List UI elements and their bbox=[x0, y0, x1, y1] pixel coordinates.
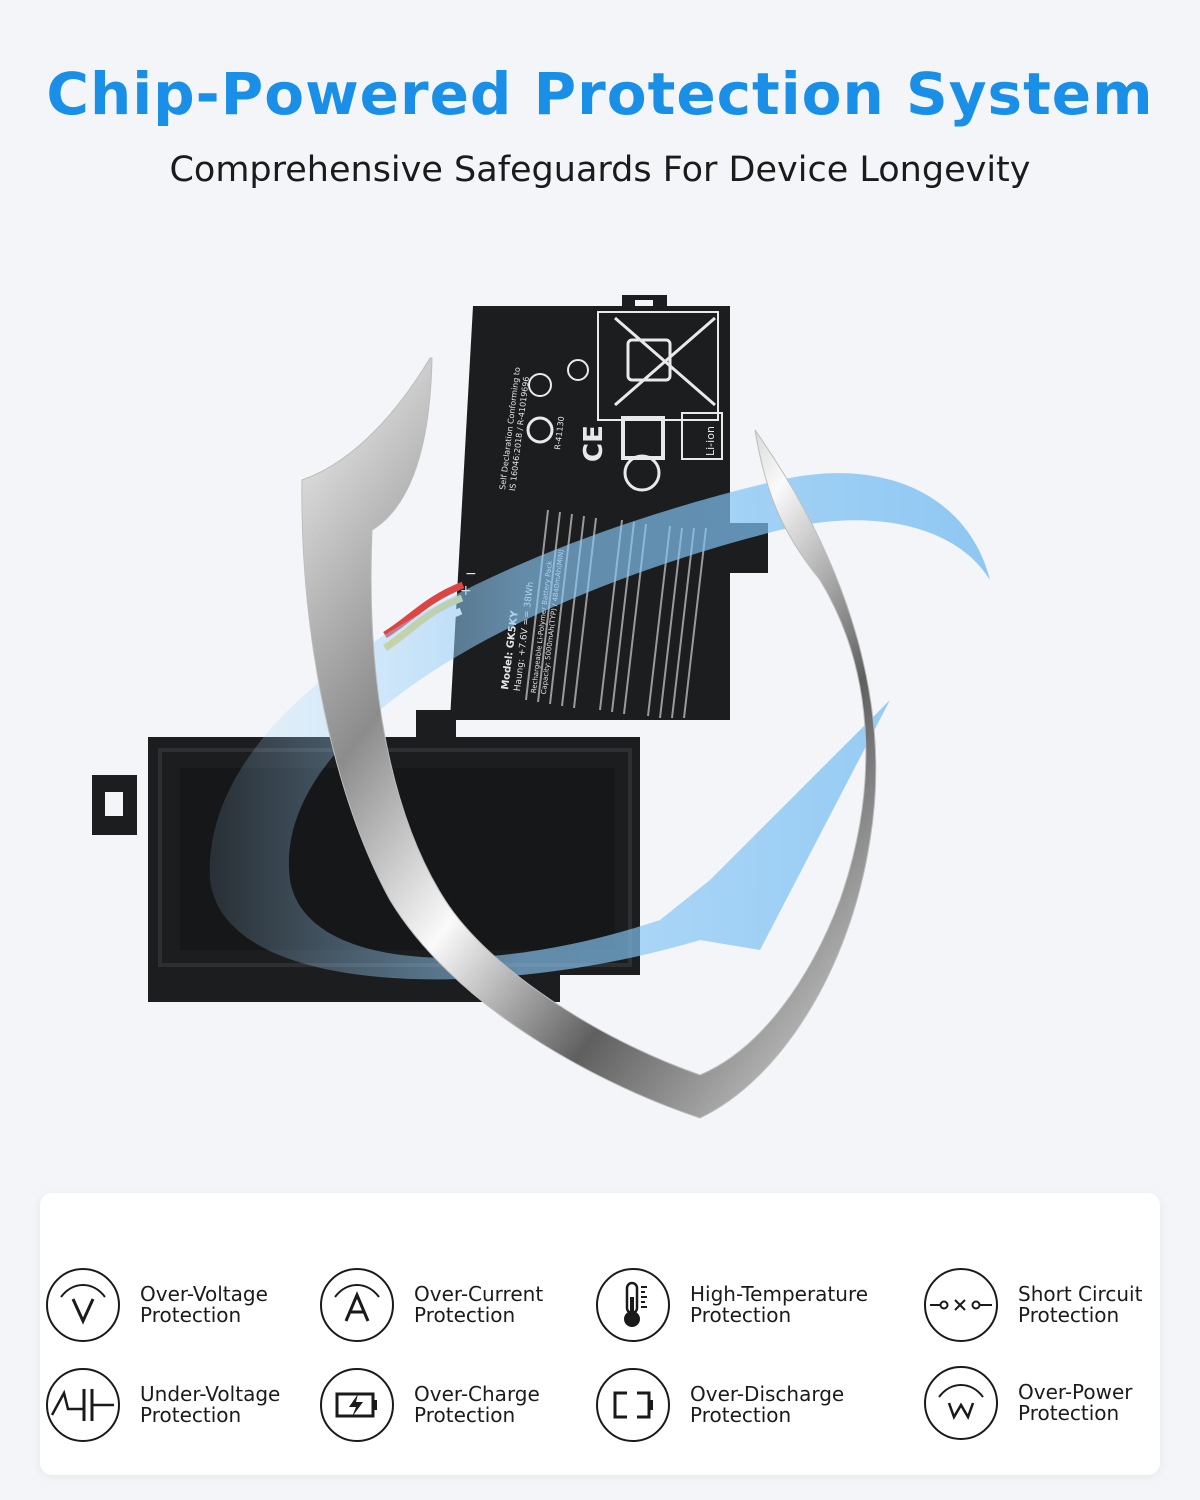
current-a-icon bbox=[320, 1268, 394, 1342]
feature-line2: Protection bbox=[140, 1303, 242, 1327]
battery-code-text: R-41130 bbox=[553, 416, 566, 450]
feature-line1: Short Circuit bbox=[1018, 1282, 1143, 1306]
battery-charging-icon bbox=[320, 1368, 394, 1442]
feature-over-power: Over-Power Protection bbox=[924, 1363, 1133, 1443]
battery-empty-icon bbox=[596, 1368, 670, 1442]
feature-line2: Protection bbox=[140, 1403, 242, 1427]
feature-line1: Over-Power bbox=[1018, 1380, 1133, 1404]
power-w-icon bbox=[924, 1366, 998, 1440]
feature-over-charge: Over-Charge Protection bbox=[320, 1365, 540, 1445]
feature-short-circuit: Short Circuit Protection bbox=[924, 1265, 1142, 1345]
feature-line1: Over-Current bbox=[414, 1282, 544, 1306]
feature-line2: Protection bbox=[690, 1403, 792, 1427]
feature-over-voltage: Over-Voltage Protection bbox=[46, 1265, 268, 1345]
feature-over-discharge: Over-Discharge Protection bbox=[596, 1365, 844, 1445]
page-subtitle: Comprehensive Safeguards For Device Long… bbox=[169, 150, 1031, 190]
feature-line2: Protection bbox=[1018, 1303, 1120, 1327]
page-title: Chip-Powered Protection System bbox=[46, 60, 1154, 128]
battery-shield-illustration: CE Li-ion + − Model: GK5KY Haung: +7.6V … bbox=[92, 295, 990, 1119]
feature-line2: Protection bbox=[414, 1303, 516, 1327]
feature-line1: Over-Voltage bbox=[140, 1282, 268, 1306]
short-circuit-icon bbox=[924, 1268, 998, 1342]
capacitor-icon bbox=[46, 1368, 120, 1442]
battery-liion-mark: Li-ion bbox=[704, 426, 717, 456]
feature-over-current: Over-Current Protection bbox=[320, 1265, 543, 1345]
feature-line1: Under-Voltage bbox=[140, 1382, 281, 1406]
feature-line1: Over-Charge bbox=[414, 1382, 540, 1406]
protection-features-panel: Over-Voltage Protection Over-Current Pro… bbox=[40, 1193, 1160, 1475]
shield-outline bbox=[301, 357, 877, 1119]
svg-text:CE: CE bbox=[579, 425, 609, 462]
thermometer-icon bbox=[596, 1268, 670, 1342]
voltage-v-icon bbox=[46, 1268, 120, 1342]
feature-high-temperature: High-Temperature Protection bbox=[596, 1265, 868, 1345]
feature-line2: Protection bbox=[1018, 1401, 1120, 1425]
swoosh-arrow bbox=[209, 473, 990, 980]
feature-line2: Protection bbox=[690, 1303, 792, 1327]
feature-line1: High-Temperature bbox=[690, 1282, 869, 1306]
feature-under-voltage: Under-Voltage Protection bbox=[46, 1365, 280, 1445]
feature-line1: Over-Discharge bbox=[690, 1382, 845, 1406]
feature-line2: Protection bbox=[414, 1403, 516, 1427]
battery-minus-mark: − bbox=[465, 566, 477, 582]
